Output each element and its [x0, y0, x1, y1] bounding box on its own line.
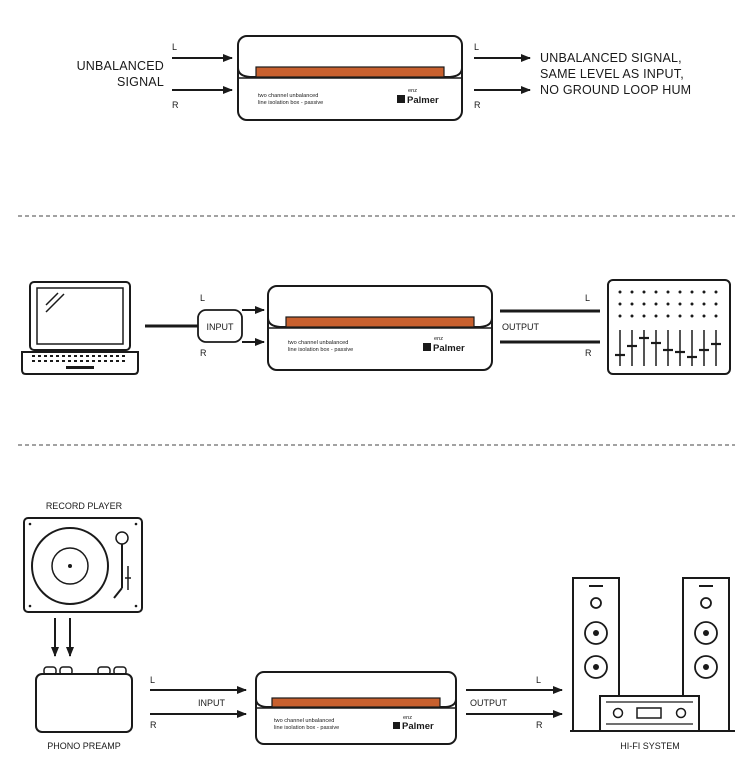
- device-description-line2: line isolation box - passive: [288, 347, 353, 353]
- record-player-label: RECORD PLAYER: [46, 501, 123, 511]
- device-accent-stripe: [255, 66, 445, 78]
- device-accent-stripe: [271, 697, 441, 708]
- input-splitter: [197, 309, 243, 343]
- device-description-line1: two channel unbalanced: [258, 93, 318, 99]
- mixer-icon: [607, 279, 731, 375]
- section-basic-usage: UNBALANCED SIGNAL L R two channel unbala…: [77, 35, 691, 121]
- device-description-line1: two channel unbalanced: [274, 718, 334, 724]
- output-right-label: R: [474, 100, 481, 110]
- input-label: INPUT: [198, 698, 226, 708]
- output-right-label: R: [536, 720, 543, 730]
- output-left-label: L: [474, 42, 479, 52]
- section-laptop-to-mixer: INPUT L R two channel unbalanced line is…: [21, 279, 731, 375]
- phono-preamp-icon: [35, 666, 133, 733]
- output-label: OUTPUT: [470, 698, 508, 708]
- brand-logo-icon: [397, 95, 405, 103]
- input-left-label: L: [172, 42, 177, 52]
- input-left-label: L: [150, 675, 155, 685]
- input-label: INPUT: [207, 322, 235, 332]
- input-right-label: R: [200, 348, 207, 358]
- input-signal-label-line2: SIGNAL: [117, 75, 164, 89]
- device-brand-small: enz: [434, 336, 443, 342]
- record-player-icon: [23, 517, 143, 613]
- output-right-label: R: [585, 348, 592, 358]
- device-brand: Palmer: [407, 95, 439, 106]
- input-right-label: R: [150, 720, 157, 730]
- hifi-system-label: HI-FI SYSTEM: [620, 741, 680, 751]
- device-accent-stripe: [285, 316, 475, 328]
- brand-logo-icon: [393, 722, 400, 729]
- output-description-line2: SAME LEVEL AS INPUT,: [540, 67, 684, 81]
- input-right-label: R: [172, 100, 179, 110]
- device-description-line1: two channel unbalanced: [288, 340, 348, 346]
- device-description-line2: line isolation box - passive: [258, 100, 323, 106]
- device-brand-small: enz: [403, 715, 412, 721]
- laptop-icon: [21, 281, 139, 375]
- device-brand: Palmer: [433, 343, 465, 354]
- output-left-label: L: [585, 293, 590, 303]
- brand-logo-icon: [423, 343, 431, 351]
- phono-preamp-label: PHONO PREAMP: [47, 741, 121, 751]
- section-record-player-to-hifi: RECORD PLAYER PHONO PREAMP L R INPUT: [23, 501, 735, 751]
- device-brand-small: enz: [408, 88, 417, 94]
- isolation-box-device: two channel unbalanced line isolation bo…: [267, 285, 493, 371]
- output-label: OUTPUT: [502, 322, 540, 332]
- output-description-line1: UNBALANCED SIGNAL,: [540, 51, 682, 65]
- input-left-label: L: [200, 293, 205, 303]
- device-brand: Palmer: [402, 721, 434, 732]
- isolation-box-device: two channel unbalanced line isolation bo…: [255, 671, 457, 745]
- device-description-line2: line isolation box - passive: [274, 725, 339, 731]
- output-description-line3: NO GROUND LOOP HUM: [540, 83, 691, 97]
- isolation-box-device: two channel unbalanced line isolation bo…: [237, 35, 463, 121]
- input-signal-label-line1: UNBALANCED: [77, 59, 164, 73]
- output-left-label: L: [536, 675, 541, 685]
- hifi-system-icon: [570, 577, 735, 732]
